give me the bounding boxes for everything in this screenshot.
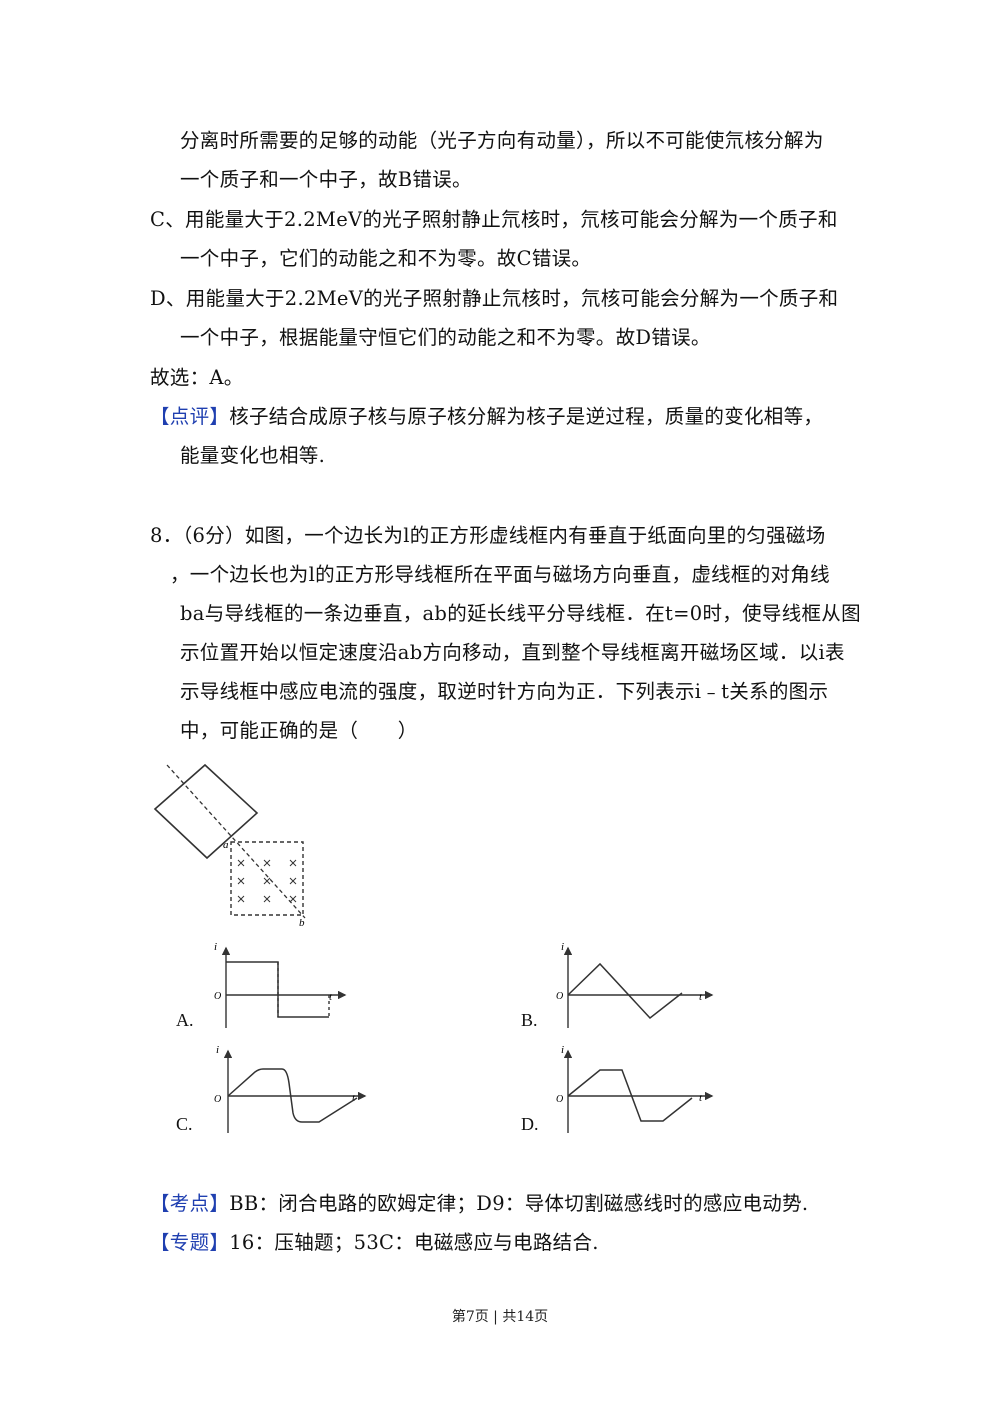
page-footer: 第7页 | 共14页 (451, 1309, 549, 1325)
current-curve (567, 1069, 693, 1122)
origin-label: O (214, 1094, 221, 1105)
conductor-frame (153, 763, 259, 860)
question-figure: a b (153, 763, 306, 929)
question-line: 示位置开始以恒定速度沿ab方向移动，直到整个导线框离开磁场区域．以i表 (180, 641, 845, 664)
text-line: D、用能量大于2.2MeV的光子照射静止氘核时，氘核可能会分解为一个质子和 (150, 287, 839, 310)
option-d-label: D. (521, 1114, 539, 1134)
question-line: 中，可能正确的是（ ） (180, 719, 418, 742)
question-line: 8．（6分）如图，一个边长为l的正方形虚线框内有垂直于纸面向里的匀强磁场 (150, 524, 826, 547)
option-b-label: B. (521, 1010, 538, 1030)
comment-line-2: 能量变化也相等. (180, 444, 326, 467)
label-a: a (223, 839, 229, 851)
text-line: 一个中子，它们的动能之和不为零。故C错误。 (180, 247, 592, 270)
graph-option-a: i t O (214, 941, 347, 1028)
zhuanti-tag: 【专题】 (150, 1231, 230, 1254)
answer-line: 故选：A。 (150, 366, 244, 389)
i-label: i (216, 1044, 219, 1056)
text-line: 分离时所需要的足够的动能（光子方向有动量），所以不可能使氘核分解为 (180, 129, 824, 152)
t-label: t (329, 991, 333, 1003)
question-line: 示导线框中感应电流的强度，取逆时针方向为正．下列表示i﹣t关系的图示 (180, 680, 829, 703)
i-label: i (214, 941, 217, 953)
text-line: 一个中子，根据能量守恒它们的动能之和不为零。故D错误。 (180, 326, 711, 349)
label-b: b (299, 917, 305, 929)
t-label: t (352, 1092, 356, 1104)
question-line: ba与导线框的一条边垂直，ab的延长线平分导线框．在t=0时，使导线框从图 (180, 602, 861, 625)
comment-line: 【点评】核子结合成原子核与原子核分解为核子是逆过程，质量的变化相等， (150, 403, 823, 431)
graph-option-d: i t O (556, 1044, 714, 1133)
current-curve (227, 1068, 358, 1123)
text-line: C、用能量大于2.2MeV的光子照射静止氘核时，氘核可能会分解为一个质子和 (150, 208, 838, 231)
zhuanti-line: 【专题】16：压轴题；53C：电磁感应与电路结合. (150, 1229, 599, 1257)
origin-label: O (214, 991, 221, 1002)
field-region (230, 841, 304, 916)
comment-tag: 【点评】 (150, 405, 230, 428)
zhuanti-text: 16：压轴题；53C：电磁感应与电路结合. (229, 1231, 599, 1254)
i-label: i (561, 941, 564, 953)
t-label: t (699, 1092, 703, 1104)
kaodian-tag: 【考点】 (150, 1192, 230, 1215)
kaodian-line: 【考点】BB：闭合电路的欧姆定律；D9：导体切割磁感线时的感应电动势. (150, 1190, 808, 1218)
current-curve (567, 962, 683, 1020)
t-label: t (699, 991, 703, 1003)
graph-option-c: i t O (214, 1044, 367, 1133)
kaodian-text: BB：闭合电路的欧姆定律；D9：导体切割磁感线时的感应电动势. (229, 1192, 809, 1215)
field-marks (237, 859, 297, 903)
text-line: 一个质子和一个中子，故B错误。 (180, 168, 472, 191)
question-line: ，一个边长也为l的正方形导线框所在平面与磁场方向垂直，虚线框的对角线 (170, 563, 830, 586)
i-label: i (561, 1044, 564, 1056)
graph-option-b: i t O (556, 941, 714, 1028)
option-c-label: C. (176, 1114, 193, 1134)
origin-label: O (556, 1094, 563, 1105)
current-curve (226, 961, 329, 1018)
origin-label: O (556, 991, 563, 1002)
diagonal-line (166, 764, 306, 919)
comment-text: 核子结合成原子核与原子核分解为核子是逆过程，质量的变化相等， (229, 405, 824, 428)
option-a-label: A. (176, 1010, 194, 1030)
